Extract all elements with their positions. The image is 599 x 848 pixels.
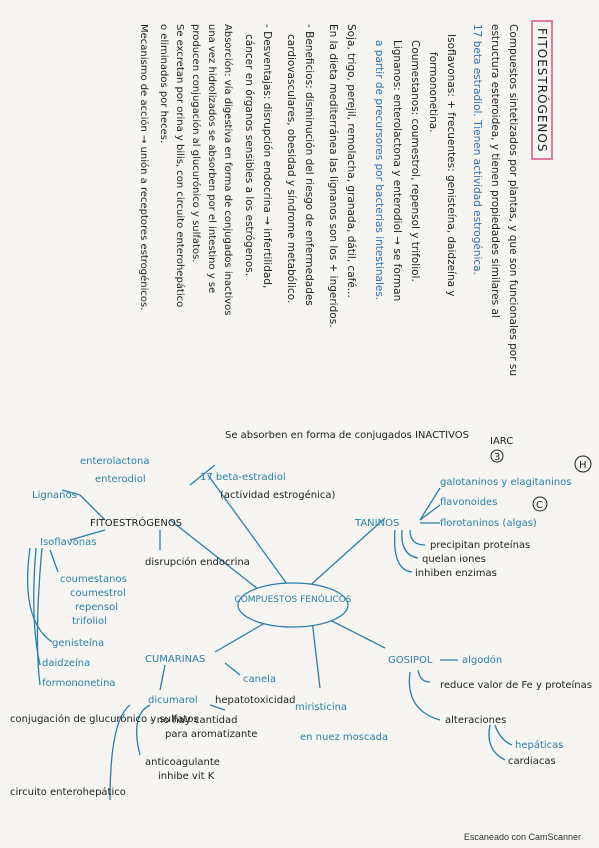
- dicumarol-label: dicumarol: [148, 695, 198, 706]
- galotaninos-label: galotaninos y elagitaninos: [440, 477, 572, 488]
- reduce-label: reduce valor de Fe y proteínas: [440, 679, 592, 691]
- h-badge: H: [579, 460, 587, 471]
- note-line: cardiovasculares, obesidad y síndrome me…: [285, 34, 297, 304]
- isoflavonas-label: Isoflavonas: [40, 537, 96, 548]
- iarc-number: 3: [494, 452, 500, 463]
- scanner-footer: Escaneado con CamScanner: [463, 832, 581, 842]
- alteraciones-label: alteraciones: [445, 715, 506, 726]
- note-line: Compuestos sintetizados por plantas, y q…: [507, 24, 519, 377]
- quelan-label: quelan iones: [422, 554, 486, 565]
- precipitan-label: precipitan proteínas: [430, 539, 530, 551]
- note-line: estructura esteroidea, y tienen propieda…: [489, 24, 501, 318]
- gosipol-node: GOSIPOL: [388, 655, 433, 666]
- conjugacion-label: conjugación de glucurónico y sulfatos: [10, 713, 199, 725]
- note-line: a partir de precursores por bacterias in…: [373, 40, 385, 301]
- note-line: producen conjugación al glucurónico y su…: [190, 24, 201, 263]
- coumestanos-label: coumestanos: [60, 574, 127, 585]
- formononetina-label: formononetina: [42, 678, 116, 689]
- enterolactona-label: enterolactona: [80, 456, 149, 467]
- iarc-label: IARC: [490, 436, 513, 447]
- note-line: En la dieta mediterránea las lignanos so…: [327, 24, 339, 328]
- note-line: Soja, trigo, perejil, remolacha, granada…: [345, 24, 357, 298]
- note-line: Coumestanos: coumestrol, repensol y trif…: [409, 40, 421, 282]
- taninos-node: TANINOS: [354, 518, 399, 529]
- note-line: Mecanismo de acción → unión a receptores…: [138, 24, 149, 311]
- genisteina-label: genisteína: [52, 637, 104, 649]
- nuez-label: en nuez moscada: [300, 732, 388, 743]
- mind-map: COMPUESTOS FENÓLICOS Se absorben en form…: [10, 430, 592, 801]
- algodon-label: algodón: [462, 654, 502, 666]
- note-line: o eliminados por heces.: [158, 24, 169, 144]
- aromatizante-label: para aromatizante: [165, 729, 257, 740]
- inhiben-label: inhiben enzimas: [415, 568, 497, 579]
- center-cloud: COMPUESTOS FENÓLICOS: [234, 582, 352, 628]
- trifoliol-label: trifoliol: [72, 616, 107, 627]
- coumestrol-label: coumestrol: [70, 588, 126, 599]
- note-line: - Desventajas: disrupción endocrina → in…: [261, 24, 273, 289]
- note-line: 17 beta estradiol. Tienen actividad estr…: [471, 24, 483, 275]
- notes-title: FITOESTRÓGENOS: [531, 20, 553, 161]
- fitoestrogenos-node: FITOESTRÓGENOS: [90, 516, 182, 529]
- note-line: - Beneficios: disminución del riesgo de …: [303, 24, 315, 306]
- c-badge: C: [536, 500, 543, 511]
- hepaticas-label: hepáticas: [515, 739, 564, 751]
- beta-note: (actividad estrogénica): [220, 489, 335, 501]
- note-line: Isoflavonas: + frecuentes: genisteína, d…: [445, 34, 457, 297]
- note-line: formononetina.: [427, 52, 439, 133]
- disrupcion-label: disrupción endocrina: [145, 556, 250, 568]
- repensol-label: repensol: [75, 602, 118, 613]
- note-line: cáncer en órganos sensibles a los estróg…: [243, 34, 255, 277]
- notes-block: FITOESTRÓGENOS Compuestos sintetizados p…: [133, 12, 553, 407]
- note-line: Absorción: vía digestiva en forma de con…: [222, 24, 233, 316]
- beta-estradiol-label: 17 beta-estradiol: [200, 472, 286, 483]
- inhibe-label: inhibe vit K: [158, 771, 215, 782]
- anticoagulante-label: anticoagulante: [145, 757, 220, 768]
- note-line: Se excretan por orina y bilis, con circu…: [174, 24, 185, 308]
- no-hay-label: - no hay cantidad: [150, 715, 237, 726]
- daidzeina-label: daidzeína: [42, 657, 90, 669]
- lignanos-label: Lignanos: [32, 490, 77, 501]
- canela-label: canela: [243, 674, 276, 685]
- miristicina-label: miristicina: [295, 702, 347, 713]
- circuito-label: circuito enterohepático: [10, 786, 126, 798]
- cardiacas-label: cardiacas: [508, 756, 556, 767]
- enterodiol-label: enterodiol: [95, 474, 146, 485]
- flavonoides-label: flavonoides: [440, 497, 497, 508]
- hepatotoxicidad-label: hepatotoxicidad: [215, 695, 296, 706]
- absorption-note: Se absorben en forma de conjugados INACT…: [225, 430, 469, 441]
- note-line: una vez hidrolizados se absorben por el …: [206, 24, 217, 294]
- center-label: COMPUESTOS FENÓLICOS: [234, 593, 351, 605]
- florotaninos-label: florotaninos (algas): [440, 518, 537, 529]
- note-line: Lignanos: enterolactona y enterodiol → s…: [391, 40, 403, 302]
- cumarinas-node: CUMARINAS: [145, 654, 205, 665]
